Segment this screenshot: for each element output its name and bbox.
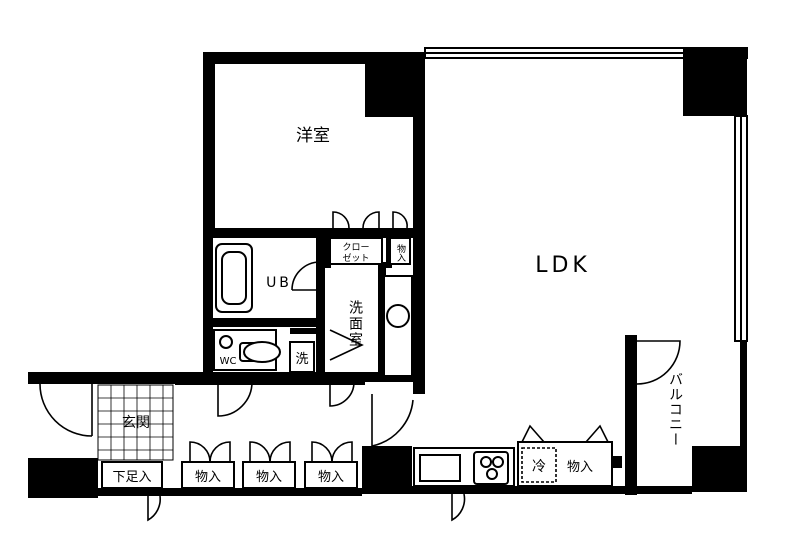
label-closet-line1: クロー: [342, 242, 369, 253]
kitchen: [413, 424, 622, 487]
window-marks: [215, 52, 742, 341]
balcony-door: [636, 340, 681, 385]
label-western-room: 洋室: [296, 126, 330, 146]
label-closet-line2: ゼット: [342, 252, 369, 264]
entrance: [39, 383, 174, 489]
unit-bath: [215, 243, 321, 313]
label-ldk: LDK: [535, 253, 591, 278]
washroom: [329, 275, 413, 377]
label-washer: 洗: [295, 352, 308, 367]
label-storage-hall-1: 物入: [195, 470, 221, 485]
label-shoe-storage: 下足入: [112, 470, 151, 485]
label-balcony: バルコニー: [667, 372, 683, 447]
label-entrance: 玄関: [122, 414, 150, 431]
label-storage-hall-2: 物入: [256, 470, 282, 485]
wc-room: [213, 328, 316, 373]
hall-doors: [147, 381, 466, 522]
label-refrigerator: 冷: [532, 459, 546, 475]
closet-doors: [329, 211, 411, 265]
label-storage-kitchen: 物入: [567, 460, 593, 475]
label-washroom: 洗面室: [347, 300, 363, 348]
label-unit-bath: UB: [266, 275, 292, 291]
label-wc: WC: [220, 356, 237, 367]
label-storage-small: 物入: [395, 243, 406, 262]
label-storage-hall-3: 物入: [318, 470, 344, 485]
